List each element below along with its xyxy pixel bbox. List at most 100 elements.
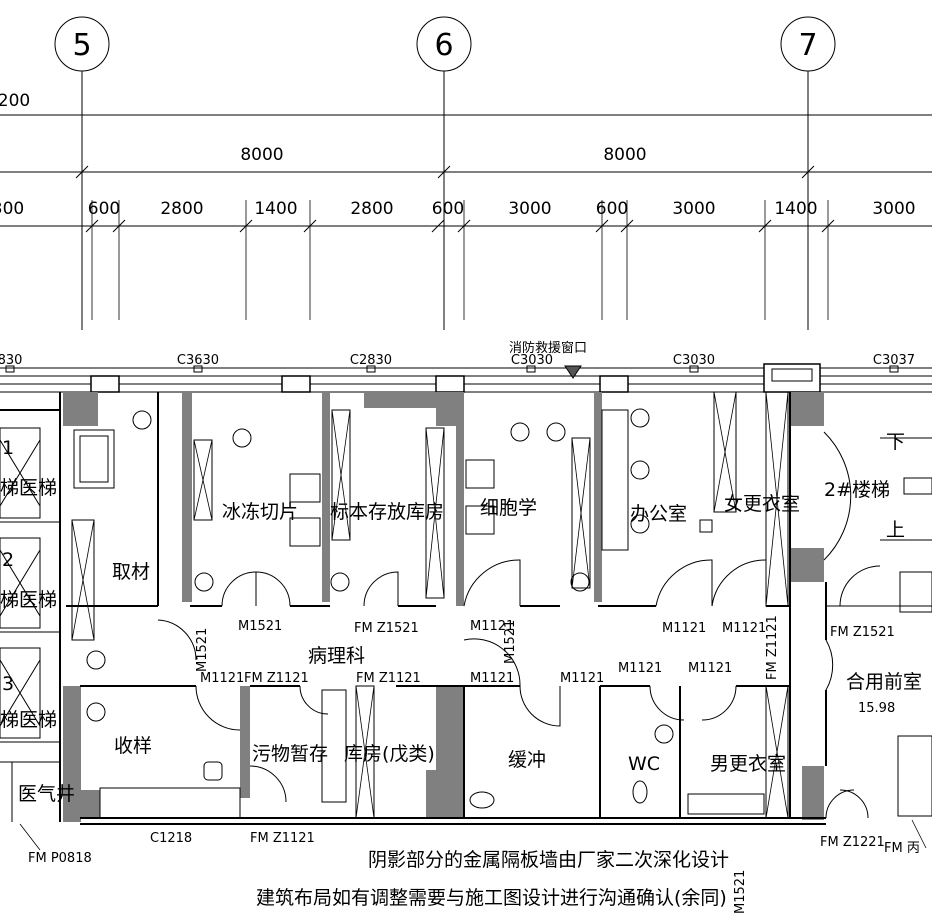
room-buffer: 缓冲: [508, 749, 546, 771]
room-storage-class-e: 库房(戊类): [344, 743, 435, 765]
tag-fmz1221: FM Z1221: [820, 835, 885, 850]
room-shared-anteroom: 合用前室: [846, 671, 922, 693]
sink-icon: [570, 572, 590, 592]
tag-m1121-c: M1121: [470, 671, 514, 686]
tag-fmp0818: FM P0818: [28, 851, 92, 866]
fixtures: [86, 408, 713, 809]
stair-2: [823, 431, 932, 817]
dim-seg-3: 1400: [254, 199, 297, 219]
room-labels: 1 梯医梯 2 梯医梯 3 梯医梯 医气井 取材 冰冻切片 标本存放库房 细胞学…: [0, 431, 922, 805]
dim-seg-1: 600: [88, 199, 120, 219]
rescue-window-marker-icon: [564, 365, 582, 379]
door-tags: M1521 M1521 M1121 M1121 M1121 M1521 M112…: [19, 615, 927, 914]
toilet-icon: [632, 780, 648, 804]
tag-fm-right: FM 丙: [884, 841, 920, 856]
chair-icon: [630, 460, 650, 480]
dim-top: 200: [0, 91, 30, 111]
chair-icon: [203, 761, 223, 781]
room-pathology-dept: 病理科: [308, 645, 365, 667]
sink-icon: [469, 791, 495, 809]
window-label-5: C3030: [673, 353, 715, 368]
tag-fmz1121-d: FM Z1121: [765, 615, 780, 680]
tag-fmz1121-a: FM Z1121: [244, 671, 309, 686]
rescue-window-note: 消防救援窗口: [509, 340, 587, 356]
tag-m1121-a: M1121: [200, 671, 244, 686]
sink-icon: [330, 572, 350, 592]
room-sample-receiving: 收样: [114, 735, 152, 757]
dim-seg-5: 600: [432, 199, 464, 219]
chair-icon: [630, 408, 650, 428]
tag-m1121-g: M1121: [722, 621, 766, 636]
room-office: 办公室: [630, 503, 687, 525]
elevator-number-2: 2: [2, 549, 14, 571]
dim-seg-7: 600: [596, 199, 628, 219]
tag-m1121-d: M1121: [560, 671, 604, 686]
dim-left-edge: 300: [0, 199, 24, 219]
window-label-4: C3030: [511, 353, 553, 368]
axis-label-6: 6: [434, 28, 453, 63]
fixture-icon: [699, 519, 713, 533]
axis-label-7: 7: [798, 28, 817, 63]
elevator-label-3: 梯医梯: [0, 709, 57, 731]
note-line-1: 阴影部分的金属隔板墙由厂家二次深化设计: [368, 849, 729, 871]
interior-walls: [0, 392, 827, 825]
note-line-2: 建筑布局如有调整需要与施工图设计进行沟通确认(余同): [256, 887, 727, 909]
anteroom-area: 15.98: [858, 701, 895, 716]
doors: [157, 559, 881, 819]
dim-seg-9: 1400: [774, 199, 817, 219]
exterior-window-band: 830 C3630 C2830 C3030 消防救援窗口 C3030 C3037: [0, 340, 932, 393]
tag-fmz1121-c: FM Z1121: [250, 831, 315, 846]
tag-m1521-c: M1521: [503, 620, 518, 664]
dim-seg-2: 2800: [160, 199, 203, 219]
room-cytology: 细胞学: [480, 497, 537, 519]
room-medical-gas-well: 医气井: [18, 783, 75, 805]
sink-icon: [654, 724, 674, 744]
elevator-number-1: 1: [2, 437, 14, 459]
tag-m1521-a: M1521: [238, 619, 282, 634]
sink-icon: [86, 702, 106, 722]
dim-span-5-6: 8000: [240, 145, 283, 165]
room-frozen-section: 冰冻切片: [222, 501, 298, 523]
elevator-number-3: 3: [2, 673, 14, 695]
dimension-lines: 200 8000 8000 300 600 2800 1400 2800 600…: [0, 91, 932, 320]
window-label-3: C2830: [350, 353, 392, 368]
dim-span-6-7: 8000: [603, 145, 646, 165]
tag-fmz1121-b: FM Z1121: [356, 671, 421, 686]
chair-icon: [546, 422, 566, 442]
room-grossing: 取材: [112, 561, 150, 583]
dim-seg-10: 3000: [872, 199, 915, 219]
room-wc: WC: [628, 753, 660, 775]
room-stair-2: 2#楼梯: [824, 479, 890, 501]
chair-icon: [510, 422, 530, 442]
room-specimen-storage: 标本存放库房: [330, 501, 444, 523]
tag-m1121-b: M1121: [470, 619, 514, 634]
tag-m1121-f: M1121: [662, 621, 706, 636]
stair-up-label: 上: [886, 519, 905, 541]
elevator-label-2: 梯医梯: [0, 589, 57, 611]
shaded-partitions: [63, 392, 824, 822]
window-label-2: C3630: [177, 353, 219, 368]
dim-seg-8: 3000: [672, 199, 715, 219]
room-female-changing: 女更衣室: [724, 493, 800, 515]
tag-m1121-h: M1121: [688, 661, 732, 676]
tag-m1521-b: M1521: [195, 628, 210, 672]
sink-icon: [86, 650, 106, 670]
tag-c1218: C1218: [150, 831, 192, 846]
tag-m1121-e: M1121: [618, 661, 662, 676]
room-male-changing: 男更衣室: [710, 753, 786, 775]
tag-fmz1521-b: FM Z1521: [830, 625, 895, 640]
chair-icon: [232, 428, 252, 448]
lab-benches: [71, 391, 789, 819]
tag-m1521-bottom: M1521: [733, 870, 748, 914]
elevator-label-1: 梯医梯: [0, 477, 57, 499]
chair-icon: [630, 514, 650, 534]
dim-seg-4: 2800: [350, 199, 393, 219]
axis-label-5: 5: [72, 28, 91, 63]
window-label-1: 830: [0, 353, 22, 368]
stair-down-label: 下: [886, 431, 905, 453]
tag-fmz1521-a: FM Z1521: [354, 621, 419, 636]
sink-icon: [194, 572, 214, 592]
dim-seg-6: 3000: [508, 199, 551, 219]
room-waste-storage: 污物暂存: [252, 743, 328, 765]
